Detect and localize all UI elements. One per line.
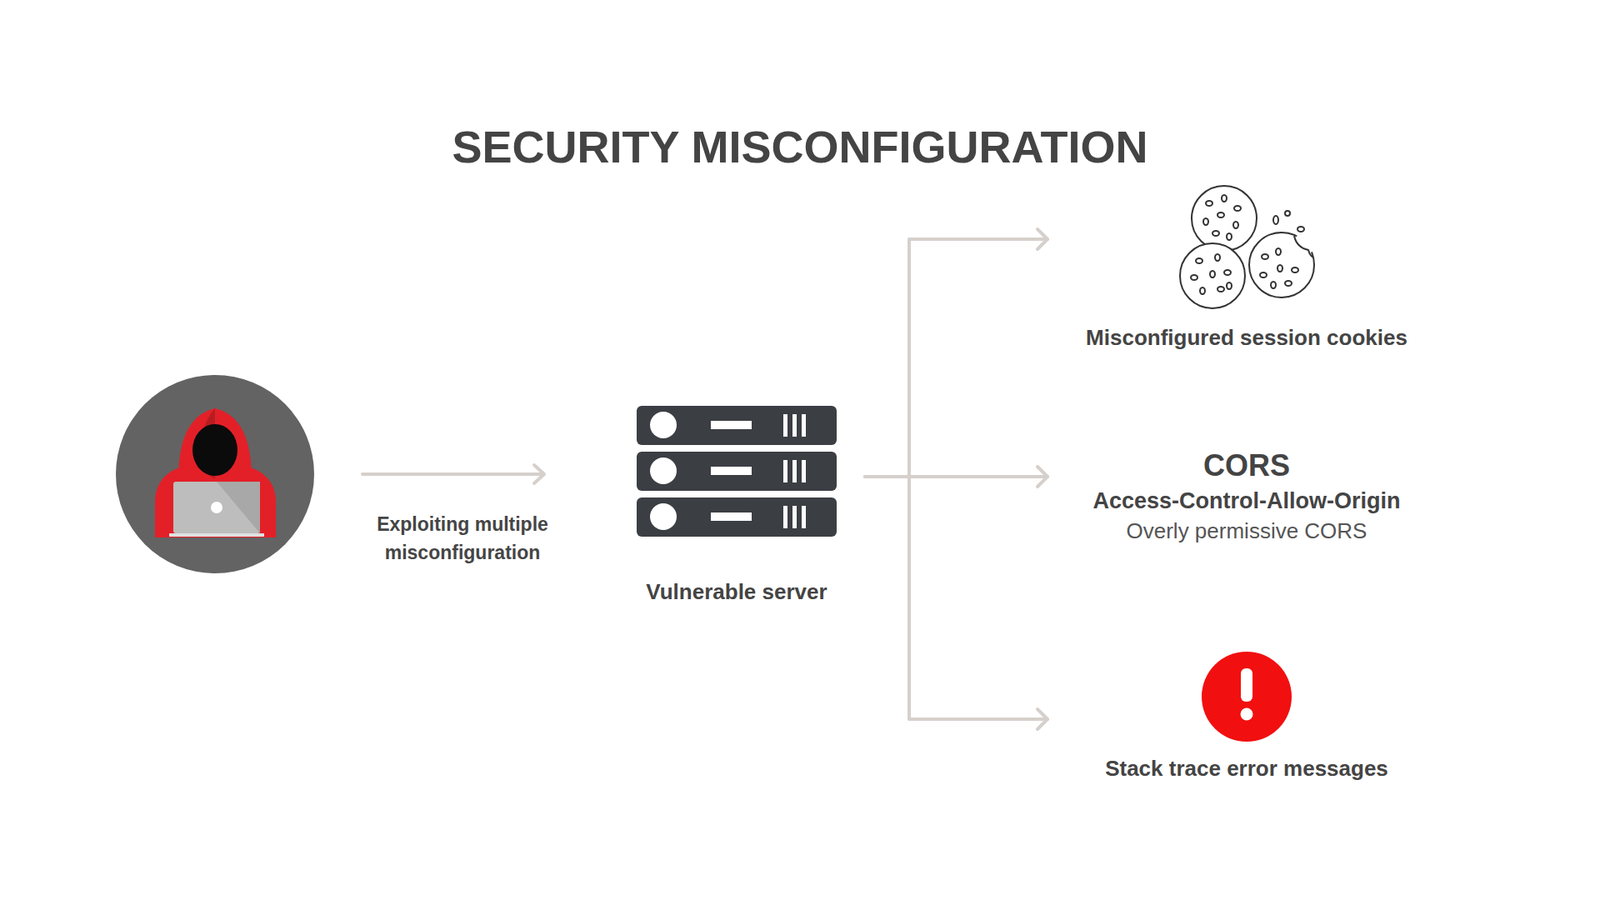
cookie-chip	[1195, 258, 1203, 264]
cookie-chip	[1226, 233, 1232, 240]
cookie-chip	[1203, 218, 1209, 225]
cookie-chip	[1215, 254, 1220, 261]
node-label: Stack trace error messages	[1105, 755, 1389, 781]
labelled-icon: Stack trace error messages	[1049, 645, 1445, 781]
cookies-icon	[1180, 185, 1316, 309]
error-icon	[1201, 651, 1292, 742]
node-label: CORS	[1203, 447, 1290, 485]
labelled-icon: Vulnerable server	[608, 400, 865, 605]
cookie-chip	[1233, 221, 1239, 229]
cookie-chip	[1200, 287, 1205, 295]
labelled-icon: CORSAccess-Control-Allow-OriginOverly pe…	[1049, 447, 1445, 556]
cookie-chip	[1275, 248, 1281, 255]
cookie-chip	[1210, 270, 1215, 278]
diagram-title: SECURITY MISCONFIGURATION	[0, 120, 1600, 174]
connector-arrow	[865, 476, 1048, 730]
arrow-label: Exploiting multiple misconfiguration	[362, 510, 563, 567]
connector-arrow	[865, 229, 1048, 477]
cookie-chip	[1212, 230, 1220, 236]
cookie-chip	[1217, 212, 1225, 218]
node-sublabel: Access-Control-Allow-Origin	[1092, 487, 1400, 515]
node-sublabel: Overly permissive CORS	[1126, 517, 1368, 545]
attack-arrow	[362, 465, 545, 484]
cookie-chip	[1226, 282, 1232, 290]
hacker-icon	[115, 375, 315, 574]
cookie-chip	[1234, 205, 1241, 211]
server-icon	[636, 405, 837, 537]
cookie-chip	[1270, 281, 1276, 289]
cookie-chip	[1291, 267, 1299, 273]
node-label: Vulnerable server	[645, 579, 827, 605]
cookie-chip	[1190, 275, 1198, 280]
cookie-chip	[1285, 280, 1292, 286]
cookie-chip	[1217, 286, 1225, 292]
cookie-chip	[1277, 265, 1283, 272]
cookie-chip	[1224, 270, 1231, 275]
cookie-chip	[1205, 200, 1213, 206]
labelled-icon: Misconfigured session cookies	[1049, 183, 1445, 350]
cookie-chip	[1221, 195, 1227, 202]
node-label: Misconfigured session cookies	[1085, 325, 1408, 350]
cookie-chip	[1260, 272, 1267, 278]
cookie-chip	[1261, 254, 1269, 260]
